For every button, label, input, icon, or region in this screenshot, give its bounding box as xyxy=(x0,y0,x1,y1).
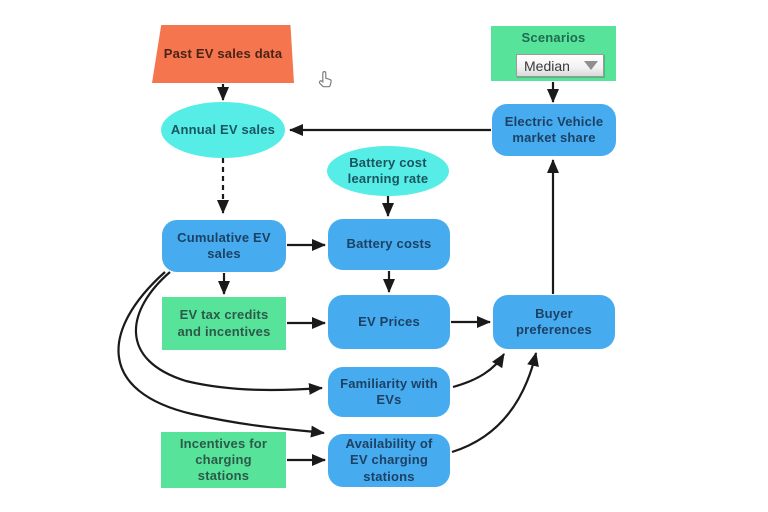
node-label: Availability of EV charging stations xyxy=(345,436,433,484)
node-label: Electric Vehicle market share xyxy=(504,113,604,145)
node-scenarios[interactable]: Scenarios Median xyxy=(491,26,616,81)
node-buyer-preferences[interactable]: Buyer preferences xyxy=(493,295,615,349)
scenario-dropdown[interactable]: Median xyxy=(516,54,604,77)
node-label: Battery costs xyxy=(346,236,432,252)
node-label: Buyer preferences xyxy=(516,305,592,337)
node-ev-tax-credits-and-incentives[interactable]: EV tax credits and incentives xyxy=(162,297,286,350)
node-label: EV Prices xyxy=(358,313,420,329)
node-availability-of-ev-charging-stations[interactable]: Availability of EV charging stations xyxy=(328,434,450,487)
node-label: Battery cost learning rate xyxy=(347,154,429,186)
node-battery-cost-learning-rate[interactable]: Battery cost learning rate xyxy=(327,146,449,196)
node-label: Incentives for charging stations xyxy=(179,435,268,484)
edge-availability-to-buyer xyxy=(451,352,539,454)
node-label: Annual EV sales xyxy=(170,121,276,137)
scenario-dropdown-value: Median xyxy=(524,57,570,74)
node-label: Past EV sales data xyxy=(163,45,283,61)
node-past-ev-sales-data[interactable]: Past EV sales data xyxy=(152,25,294,83)
node-annual-ev-sales[interactable]: Annual EV sales xyxy=(161,102,285,158)
dropdown-arrow-icon xyxy=(584,61,598,70)
node-battery-costs[interactable]: Battery costs xyxy=(328,219,450,270)
node-electric-vehicle-market-share[interactable]: Electric Vehicle market share xyxy=(492,104,616,156)
node-cumulative-ev-sales[interactable]: Cumulative EV sales xyxy=(162,220,286,272)
node-ev-prices[interactable]: EV Prices xyxy=(328,295,450,349)
hand-cursor-icon xyxy=(318,70,334,94)
node-incentives-for-charging-stations[interactable]: Incentives for charging stations xyxy=(161,432,286,488)
node-familiarity-with-evs[interactable]: Familiarity with EVs xyxy=(328,367,450,417)
edge-familiarity-to-buyer xyxy=(452,353,505,389)
scenarios-label: Scenarios xyxy=(521,30,586,45)
node-label: Cumulative EV sales xyxy=(177,229,271,261)
node-label: Familiarity with EVs xyxy=(340,375,438,407)
node-label: EV tax credits and incentives xyxy=(177,307,271,339)
